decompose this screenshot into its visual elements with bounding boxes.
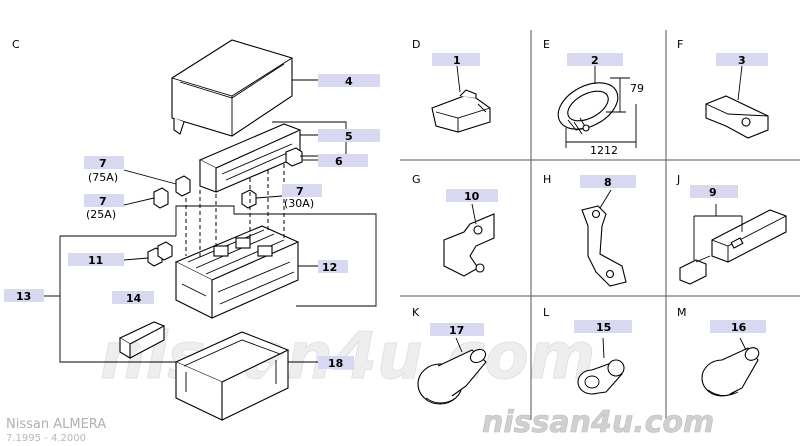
callout-1: 1 [432, 53, 480, 67]
dimension-height: 79 [630, 82, 644, 95]
svg-text:15: 15 [596, 321, 611, 334]
panel-grid [400, 30, 800, 420]
dimension-width: 1212 [590, 144, 618, 157]
svg-text:17: 17 [449, 324, 464, 337]
callout-3: 3 [716, 53, 768, 67]
svg-text:2: 2 [591, 54, 599, 67]
svg-text:(25A): (25A) [86, 208, 116, 221]
callout-6: 6 [318, 154, 368, 168]
part-9-terminal [679, 255, 711, 285]
svg-text:7: 7 [99, 157, 107, 170]
svg-text:6: 6 [335, 155, 343, 168]
callout-12: 12 [318, 260, 348, 274]
callout-17: 17 [430, 323, 484, 337]
svg-text:18: 18 [328, 357, 343, 370]
section-label-f: F [677, 38, 683, 51]
section-label-h: H [543, 173, 551, 186]
section-label-d: D [412, 38, 420, 51]
callout-7-25a: 7 (25A) [84, 194, 124, 221]
part-2-grommet [557, 82, 619, 135]
svg-text:13: 13 [16, 290, 31, 303]
callout-9: 9 [690, 185, 738, 199]
callout-7-75a: 7 (75A) [84, 156, 124, 184]
section-label-e: E [543, 38, 550, 51]
section-label-k: K [412, 306, 420, 319]
svg-text:5: 5 [345, 130, 353, 143]
bracket-13 [59, 205, 377, 363]
callout-8: 8 [580, 175, 636, 189]
part-10-bracket [443, 213, 495, 277]
section-label-l: L [543, 306, 550, 319]
watermark-site: nissan4u.com [482, 405, 714, 440]
callout-18: 18 [318, 356, 354, 370]
assembly-guide-lines [185, 164, 285, 258]
svg-text:(75A): (75A) [88, 171, 118, 184]
svg-text:10: 10 [464, 190, 480, 203]
part-3-clip [705, 95, 769, 139]
svg-text:1: 1 [453, 54, 461, 67]
callout-2: 2 [567, 53, 623, 67]
part-7-fuse-30a [241, 189, 257, 209]
dimension-lines [565, 77, 637, 148]
part-15-grommet [577, 359, 625, 395]
part-8-bracket [581, 205, 627, 287]
callout-13: 13 [4, 289, 44, 303]
part-6-connector [285, 147, 303, 167]
svg-text:7: 7 [99, 195, 107, 208]
part-17-boot [417, 348, 487, 405]
part-5-fuse-strip [198, 123, 302, 193]
callout-11: 11 [68, 253, 124, 267]
callout-4: 4 [318, 74, 380, 88]
part-7-fuse-25a [153, 187, 169, 209]
part-1-terminal-cover [431, 89, 491, 133]
part-9-connector-housing [711, 209, 787, 263]
callout-7-30a: 7 (30A) [282, 184, 322, 210]
callout-14: 14 [112, 291, 154, 305]
callout-16: 16 [710, 320, 766, 334]
callout-10: 10 [446, 189, 498, 203]
part-16-boot [701, 347, 760, 397]
section-label-c: C [12, 38, 20, 51]
watermark-years: 7.1995 - 4.2000 [6, 433, 86, 444]
part-12-fuse-block [174, 225, 300, 319]
svg-text:14: 14 [126, 292, 142, 305]
section-label-g: G [412, 173, 421, 186]
part-4-cover [171, 39, 293, 137]
svg-text:3: 3 [738, 54, 746, 67]
svg-text:7: 7 [296, 185, 304, 198]
svg-text:4: 4 [345, 75, 353, 88]
part-7-fuse-75a [175, 175, 191, 197]
svg-text:16: 16 [731, 321, 747, 334]
part-18-lower-case [174, 331, 290, 421]
svg-text:12: 12 [322, 261, 337, 274]
part-11-mini-fuses [147, 241, 173, 267]
section-label-j: J [676, 173, 680, 186]
part-14-block [118, 321, 166, 359]
svg-text:9: 9 [709, 186, 717, 199]
svg-text:11: 11 [88, 254, 103, 267]
watermark-model: Nissan ALMERA [6, 417, 106, 432]
callout-15: 15 [574, 320, 632, 334]
section-label-m: M [677, 306, 687, 319]
svg-text:8: 8 [604, 176, 612, 189]
callout-5: 5 [318, 129, 380, 143]
svg-text:(30A): (30A) [284, 197, 314, 210]
